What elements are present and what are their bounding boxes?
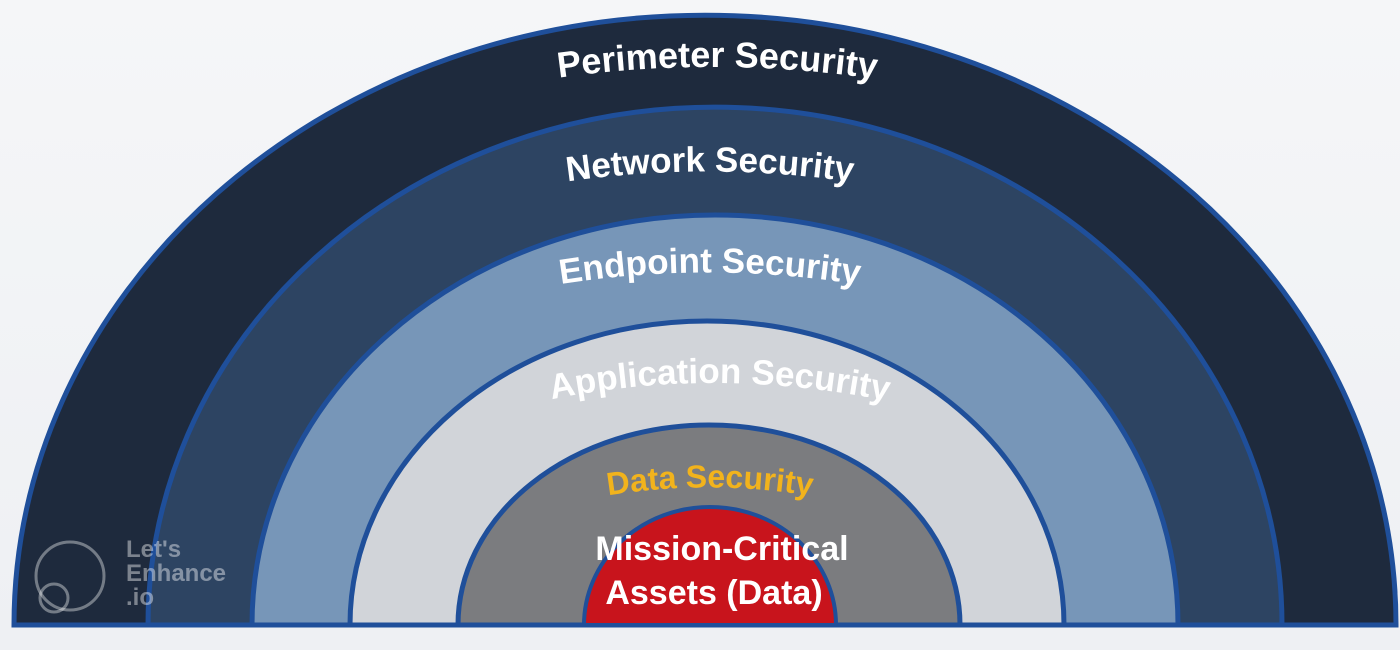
core-label-line2: Assets (Data) [605, 574, 822, 612]
watermark-text: Let's Enhance .io [126, 538, 226, 610]
layer-core-assets [581, 505, 839, 627]
watermark-line1: Let's [126, 536, 182, 563]
watermark-line2: Enhance [126, 560, 227, 587]
core-label-line1: Mission-Critical [595, 530, 848, 568]
watermark-logo-icon [34, 540, 106, 614]
watermark-line3: .io [126, 584, 154, 611]
watermark: Let's Enhance .io [32, 538, 262, 622]
